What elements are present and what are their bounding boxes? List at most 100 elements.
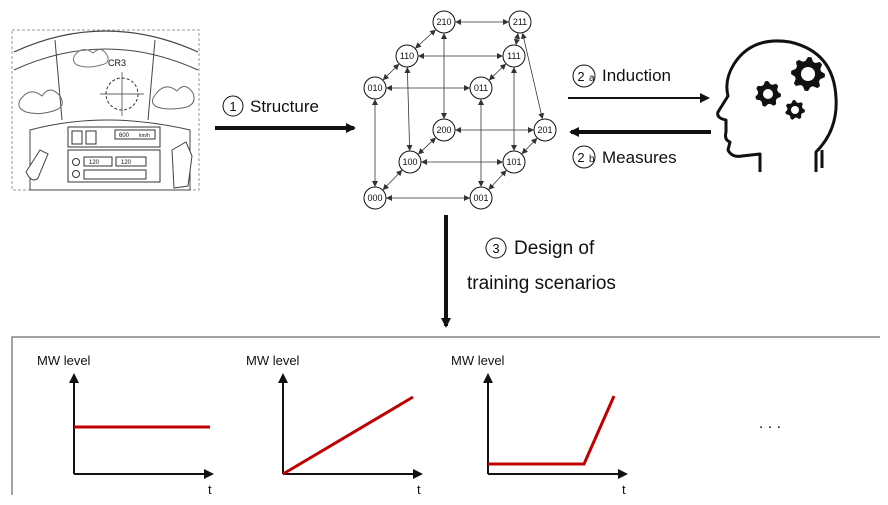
y-axis-label: MW level [451, 353, 505, 368]
lattice-node-circle [432, 10, 456, 34]
lattice-node-label: 200 [436, 125, 451, 135]
lattice-edge [382, 169, 403, 191]
profile-plot: MW level t [451, 353, 628, 497]
lattice-node-label: 001 [473, 193, 488, 203]
mw-level-line [282, 395, 414, 476]
speed-unit: km/h [139, 133, 150, 139]
gears [755, 57, 825, 120]
step-sub: b [589, 154, 595, 165]
lattice-node-label: 201 [537, 125, 552, 135]
lattice-edge [488, 63, 507, 81]
minus-knob [72, 170, 80, 178]
cockpit-target-label: CR3 [108, 58, 126, 68]
x-axis-label: t [208, 482, 212, 497]
canopy-arch-inner [13, 48, 199, 71]
speed-readout: 600 [119, 133, 130, 139]
lattice-edge [418, 137, 436, 155]
step-number-circle [485, 237, 507, 259]
value-box-left [83, 156, 113, 167]
lattice-node-label: 011 [474, 83, 488, 93]
speed-readout-box [114, 129, 156, 140]
gear-hole [791, 106, 799, 114]
x-axis-label: t [417, 482, 421, 497]
step-induction: 2 a Induction [568, 64, 710, 103]
lattice-node-circle [395, 44, 419, 68]
gear-hole [763, 89, 773, 99]
step-number-circle [572, 64, 596, 88]
lattice-node-circle [533, 118, 557, 142]
step-number: 1 [229, 99, 236, 114]
induction-label: Induction [602, 66, 671, 85]
value-left: 120 [89, 160, 100, 166]
profile-plot: MW level t [37, 353, 214, 497]
lattice-node-circle [363, 186, 387, 210]
lattice-edge [521, 137, 538, 155]
step-number: 2 [577, 69, 584, 84]
gear-icon [791, 57, 825, 91]
lattice-node-circle [502, 150, 526, 174]
lattice-node-label: 010 [367, 83, 382, 93]
step-number-circle [572, 145, 596, 169]
gear-icon [785, 100, 805, 120]
lattice-edge [404, 66, 413, 152]
y-axis-label: MW level [37, 353, 91, 368]
cockpit-illustration: CR3 600 km/h 120 120 [11, 29, 200, 191]
lattice-node-circle [398, 150, 422, 174]
lattice-node: 100 [398, 150, 422, 174]
lattice-node: 110 [395, 44, 419, 68]
lattice-node-label: 211 [513, 17, 527, 27]
lattice-node-circle [469, 186, 493, 210]
panel-border [11, 336, 880, 495]
plus-knob [72, 158, 80, 166]
step-design: 3 Design of training scenarios [441, 215, 616, 328]
lattice-node-label: 110 [400, 51, 414, 61]
lattice-edge [415, 29, 436, 49]
lattice-node-circle [502, 44, 526, 68]
value-box-right [115, 156, 147, 167]
step-number-circle [222, 95, 244, 117]
cloud-top [72, 49, 109, 68]
pilot-right-hand [171, 141, 193, 189]
lattice-node: 011 [469, 76, 493, 100]
step-number: 2 [577, 150, 584, 165]
lattice-edge [382, 63, 400, 81]
lattice-node-circle [363, 76, 387, 100]
lattice-edge [513, 32, 521, 46]
design-label-line2: training scenarios [467, 273, 616, 294]
head-silhouette [716, 39, 838, 172]
gauge-a [71, 130, 83, 145]
lattice-node: 200 [432, 118, 456, 142]
step-sub: a [589, 73, 595, 84]
profile-plot: MW level t [246, 353, 423, 497]
value-right: 120 [121, 160, 132, 166]
lattice-node-label: 101 [506, 157, 521, 167]
scenarios-panel: MW level t MW level t MW level t . . . [11, 336, 880, 497]
pilot-left-hand [25, 149, 49, 181]
gear-hole [801, 67, 815, 81]
lattice-node-label: 100 [402, 157, 417, 167]
lattice-node-circle [432, 118, 456, 142]
more-ellipsis: . . . [759, 415, 781, 432]
gauge-b [85, 130, 97, 145]
canopy-arch [13, 30, 199, 53]
lattice-edge [520, 32, 545, 120]
value-box-bottom [83, 169, 147, 180]
profile-plots: MW level t MW level t MW level t [37, 353, 628, 497]
lattice-node: 010 [363, 76, 387, 100]
y-axis-label: MW level [246, 353, 300, 368]
lattice-node: 000 [363, 186, 387, 210]
cloud-left [18, 89, 63, 115]
lattice-node: 210 [432, 10, 456, 34]
lattice-node: 001 [469, 186, 493, 210]
x-axis-label: t [622, 482, 626, 497]
step-number: 3 [492, 241, 499, 256]
canopy-strut-right [147, 39, 156, 121]
step-structure: 1 Structure [215, 95, 356, 133]
lattice-node-label: 000 [367, 193, 382, 203]
head-gears-icon [716, 39, 838, 172]
lattice-node: 101 [502, 150, 526, 174]
measures-label: Measures [602, 148, 677, 167]
gear-icon [755, 81, 781, 107]
design-label-line1: Design of [514, 238, 595, 259]
